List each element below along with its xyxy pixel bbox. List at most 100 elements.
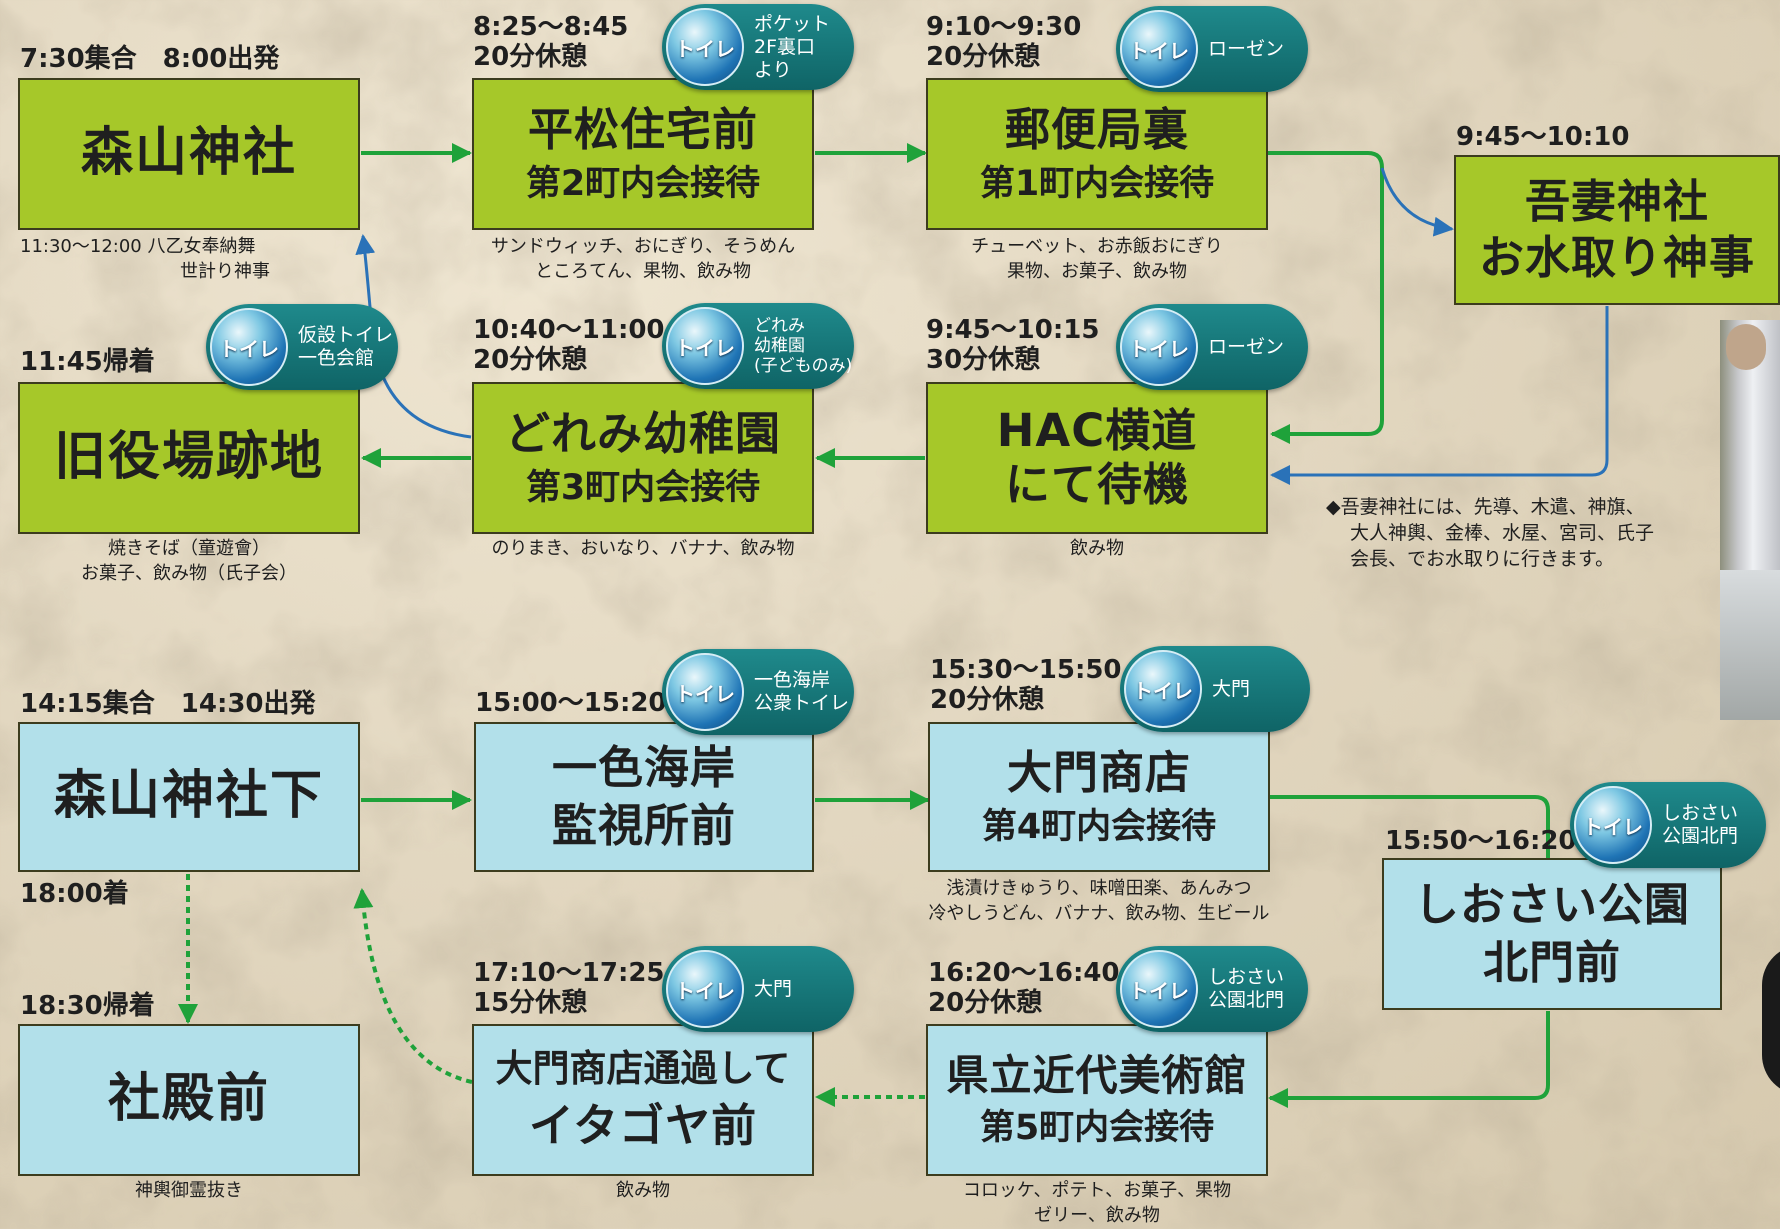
node-title: 大門商店通過して [495, 1046, 791, 1090]
node-title: HAC横道 [996, 404, 1198, 458]
node-itagoya: 大門商店通過して イタゴヤ前 [472, 1024, 814, 1176]
node-title: 一色海岸 [551, 741, 736, 795]
toilet-badge-a6: トイレ 大門 [662, 946, 854, 1032]
m6-note: のりまき、おいなり、バナナ、飲み物 [491, 538, 795, 559]
toilet-location: 一色海岸 公衆トイレ [754, 669, 850, 714]
node-title: 県立近代美術館 [946, 1050, 1248, 1100]
node-morinoyama-shrine-below: 森山神社下 [18, 722, 360, 872]
node-subtitle: イタゴヤ前 [528, 1099, 758, 1153]
azuma-shrine-note: ◆吾妻神社には、先導、木遣、神旗、 大人神輿、金棒、水屋、宮司、氏子 会長、でお… [1326, 496, 1655, 570]
node-isshiki-beach: 一色海岸 監視所前 [474, 722, 814, 872]
m5-note: 飲み物 [1070, 538, 1124, 559]
toilet-icon: トイレ [666, 8, 744, 86]
node-subtitle: 第3町内会接待 [525, 467, 761, 508]
toilet-icon: トイレ [666, 307, 744, 385]
toilet-icon: トイレ [1574, 786, 1652, 864]
arrow-m3-m4 [1380, 167, 1454, 237]
node-subtitle: 北門前 [1482, 936, 1621, 989]
node-title: 大門商店 [1006, 746, 1191, 799]
node-former-town-office: 旧役場跡地 [18, 382, 360, 534]
node-title: 郵便局裏 [1004, 103, 1189, 156]
node-hiramatsu: 平松住宅前 第2町内会接待 [472, 78, 814, 230]
toilet-icon: トイレ [1124, 650, 1202, 728]
a2-time: 15:00〜15:20 [475, 688, 667, 718]
toilet-icon: トイレ [666, 653, 744, 731]
toilet-icon: トイレ [1120, 950, 1198, 1028]
toilet-badge-a3: トイレ 大門 [1120, 646, 1310, 732]
toilet-icon: トイレ [1120, 308, 1198, 386]
ceremony-photo [1720, 320, 1780, 720]
node-doremi-kindergarten: どれみ幼稚園 第3町内会接待 [472, 382, 814, 534]
toilet-location: ローゼン [1208, 37, 1285, 60]
m2-note: サンドウィッチ、おにぎり、そうめんところてん、果物、飲み物 [490, 236, 796, 282]
a5-note: コロッケ、ポテト、お菓子、果物ゼリー、飲み物 [962, 1180, 1232, 1226]
toilet-icon: トイレ [666, 950, 744, 1028]
toilet-location: 大門 [754, 977, 793, 1000]
arrow-m4-m5 [1270, 306, 1609, 485]
node-title: 森山神社 [80, 123, 297, 184]
a7-note: 神輿御霊抜き [135, 1180, 243, 1201]
node-daimon-shop: 大門商店 第4町内会接待 [928, 722, 1270, 872]
m1-time: 7:30集合 8:00出発 [20, 44, 280, 74]
node-subtitle: 第2町内会接待 [525, 163, 761, 204]
toilet-location: しおさい 公園北門 [1208, 966, 1285, 1011]
toilet-location: 大門 [1212, 677, 1251, 700]
node-title: どれみ幼稚園 [504, 407, 781, 460]
toilet-badge-m2: トイレ ポケット 2F裏口 より [662, 4, 854, 90]
a3-note: 浅漬けきゅうり、味噌田楽、あんみつ冷やしうどん、バナナ、飲み物、生ビール [928, 878, 1270, 924]
arrow-a3-a4 [1270, 795, 1550, 858]
arrow-m3-m5 [1268, 151, 1384, 444]
node-prefectural-museum: 県立近代美術館 第5町内会接待 [926, 1024, 1268, 1176]
node-title: 森山神社下 [53, 766, 324, 827]
node-subtitle: にて待機 [1004, 458, 1189, 511]
node-subtitle: 第4町内会接待 [981, 806, 1217, 847]
toilet-location: ポケット 2F裏口 より [754, 12, 831, 81]
toilet-location: しおさい 公園北門 [1662, 802, 1739, 847]
node-title: 平松住宅前 [527, 103, 758, 156]
node-subtitle: お水取り神事 [1478, 231, 1755, 284]
toilet-icon: トイレ [1120, 10, 1198, 88]
m3-note: チューベット、お赤飯おにぎり果物、お菓子、飲み物 [971, 236, 1223, 282]
toilet-badge-m3: トイレ ローゼン [1116, 6, 1308, 92]
toilet-location: どれみ 幼稚園 (子どものみ) [754, 316, 853, 376]
toilet-badge-m7: トイレ 仮設トイレ 一色会館 [206, 304, 398, 390]
arrow-a6-a1 [353, 888, 473, 1084]
a4-time: 15:50〜16:20 [1385, 826, 1577, 856]
node-title: 吾妻神社 [1524, 175, 1709, 229]
toilet-location: ローゼン [1208, 335, 1285, 358]
node-subtitle: 監視所前 [551, 799, 736, 852]
node-title: 社殿前 [107, 1069, 270, 1130]
a1-time: 14:15集合 14:30出発 [20, 689, 316, 719]
toilet-badge-a5: トイレ しおさい 公園北門 [1116, 946, 1308, 1032]
toilet-badge-a2: トイレ 一色海岸 公衆トイレ [662, 649, 854, 735]
toilet-badge-m6: トイレ どれみ 幼稚園 (子どものみ) [662, 303, 854, 389]
a1-arrival-time: 18:00着 [20, 879, 129, 909]
node-morinoyama-shrine: 森山神社 [18, 78, 360, 230]
a6-note: 飲み物 [616, 1180, 670, 1201]
m1-note: 11:30〜12:00 八乙女奉納舞 世計り神事 [20, 236, 270, 282]
m4-time: 9:45〜10:10 [1456, 122, 1630, 152]
node-title: 旧役場跡地 [53, 427, 324, 488]
arrow-a4-a5 [1268, 1011, 1550, 1108]
node-azuma-shrine: 吾妻神社 お水取り神事 [1454, 155, 1780, 305]
toilet-location: 仮設トイレ 一色会館 [298, 324, 394, 369]
node-hac-side-road: HAC横道 にて待機 [926, 382, 1268, 534]
toilet-icon: トイレ [210, 308, 288, 386]
node-subtitle: 第1町内会接待 [979, 163, 1215, 204]
m7-time: 11:45帰着 [20, 347, 155, 377]
m7-note: 焼きそば（童遊會）お菓子、飲み物（氏子会） [81, 538, 297, 584]
node-main-hall: 社殿前 [18, 1024, 360, 1176]
node-post-office: 郵便局裏 第1町内会接待 [926, 78, 1268, 230]
toilet-badge-m5: トイレ ローゼン [1116, 304, 1308, 390]
node-shiosai-park: しおさい公園 北門前 [1382, 858, 1722, 1010]
toilet-badge-a4: トイレ しおさい 公園北門 [1570, 782, 1766, 868]
node-title: しおさい公園 [1413, 878, 1690, 932]
